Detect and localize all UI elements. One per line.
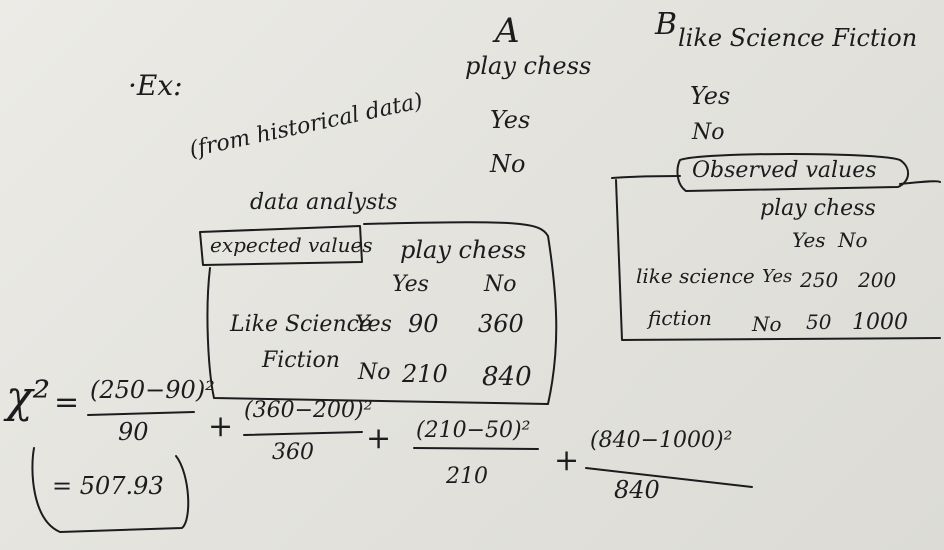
variable-a-letter: A (495, 11, 520, 51)
variable-a-yes: Yes (490, 106, 531, 134)
formula-lhs: χ² (6, 372, 51, 423)
formula-term3-denominator: 210 (446, 464, 488, 489)
analysts-note: data analysts (250, 190, 398, 215)
formula-term1-numerator: (250−90)² (90, 376, 215, 404)
formula-plus-2: + (366, 421, 392, 456)
observed-row-header-line2: fiction (648, 306, 712, 330)
formula-equals: = (54, 385, 80, 420)
expected-table-outline (206, 221, 558, 405)
formula-term4-denominator: 840 (614, 476, 660, 504)
fraction-bar-1 (87, 411, 195, 416)
observed-col-header: play chess (760, 196, 876, 221)
expected-col-yes: Yes (392, 272, 429, 297)
expected-label-box (199, 225, 363, 266)
variable-b-yes: Yes (690, 82, 731, 110)
formula-term2-denominator: 360 (272, 440, 314, 465)
expected-row-yes: Yes (355, 312, 392, 337)
observed-cell-yes-no: 200 (858, 268, 897, 292)
expected-row-no: No (358, 360, 391, 385)
expected-table-label: expected values (210, 233, 373, 257)
observed-cell-yes-yes: 250 (800, 268, 839, 292)
expected-col-header: play chess (400, 236, 527, 264)
formula-term3-numerator: (210−50)² (416, 418, 531, 443)
variable-b-letter: B (655, 7, 678, 42)
variable-a-name: play chess (465, 52, 592, 80)
observed-table-label: Observed values (692, 158, 877, 183)
observed-label-box (676, 153, 909, 192)
observed-row-no: No (752, 312, 782, 336)
expected-cell-no-no: 840 (482, 362, 532, 392)
formula-result: = 507.93 (52, 472, 164, 500)
fraction-bar-3 (413, 447, 539, 450)
fraction-bar-2 (243, 431, 363, 436)
formula-plus-1: + (208, 409, 234, 444)
expected-cell-no-yes: 210 (402, 360, 448, 388)
observed-row-yes: Yes (762, 266, 793, 287)
observed-col-yes: Yes (792, 228, 826, 252)
variable-b-name: like Science Fiction (678, 24, 918, 52)
expected-row-header-line1: Like Science (230, 312, 372, 337)
formula-term1-denominator: 90 (118, 418, 149, 446)
expected-row-header-line2: Fiction (262, 348, 340, 373)
result-box (31, 447, 190, 533)
observed-row-header-line1: like science (636, 264, 755, 288)
fraction-bar-4 (585, 467, 753, 488)
formula-term4-numerator: (840−1000)² (590, 428, 733, 453)
variable-b-no: No (692, 120, 725, 145)
observed-cell-no-yes: 50 (806, 310, 832, 334)
observed-cell-no-no: 1000 (852, 310, 908, 335)
example-label: ·Ex: (128, 69, 183, 102)
variable-a-no: No (490, 150, 526, 178)
expected-cell-yes-yes: 90 (408, 310, 439, 338)
expected-cell-yes-no: 360 (478, 310, 524, 338)
observed-col-no: No (838, 228, 868, 252)
observed-table-outline (611, 175, 941, 341)
formula-term2-numerator: (360−200)² (244, 398, 373, 423)
formula-plus-3: + (554, 443, 580, 478)
expected-col-no: No (484, 272, 517, 297)
